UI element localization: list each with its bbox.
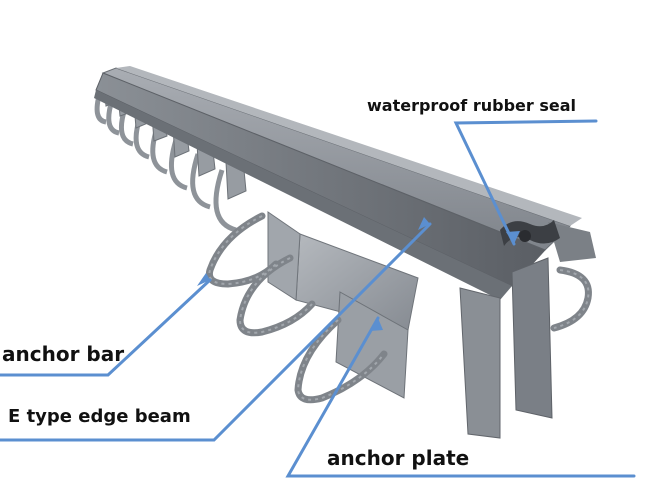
leader-waterproof-rubber-seal [453, 119, 598, 246]
label-anchor-bar: anchor bar [2, 342, 125, 366]
leader-arrowheads [197, 217, 520, 331]
end-profile-plates [459, 257, 553, 439]
label-e-type-edge-beam: E type edge beam [8, 406, 191, 427]
e-type-edge-beam [94, 66, 596, 300]
anchor-bar-ribs [208, 215, 590, 401]
callout-leaders [0, 119, 636, 478]
label-waterproof-rubber-seal: waterproof rubber seal [367, 96, 576, 115]
label-anchor-plate: anchor plate [327, 446, 470, 470]
rubber-seal-profile [500, 220, 560, 246]
anchor-plate [267, 211, 419, 399]
leader-anchor-plate [285, 316, 636, 478]
leader-e-type-edge-beam [0, 222, 432, 442]
leader-anchor-bar [0, 278, 212, 377]
